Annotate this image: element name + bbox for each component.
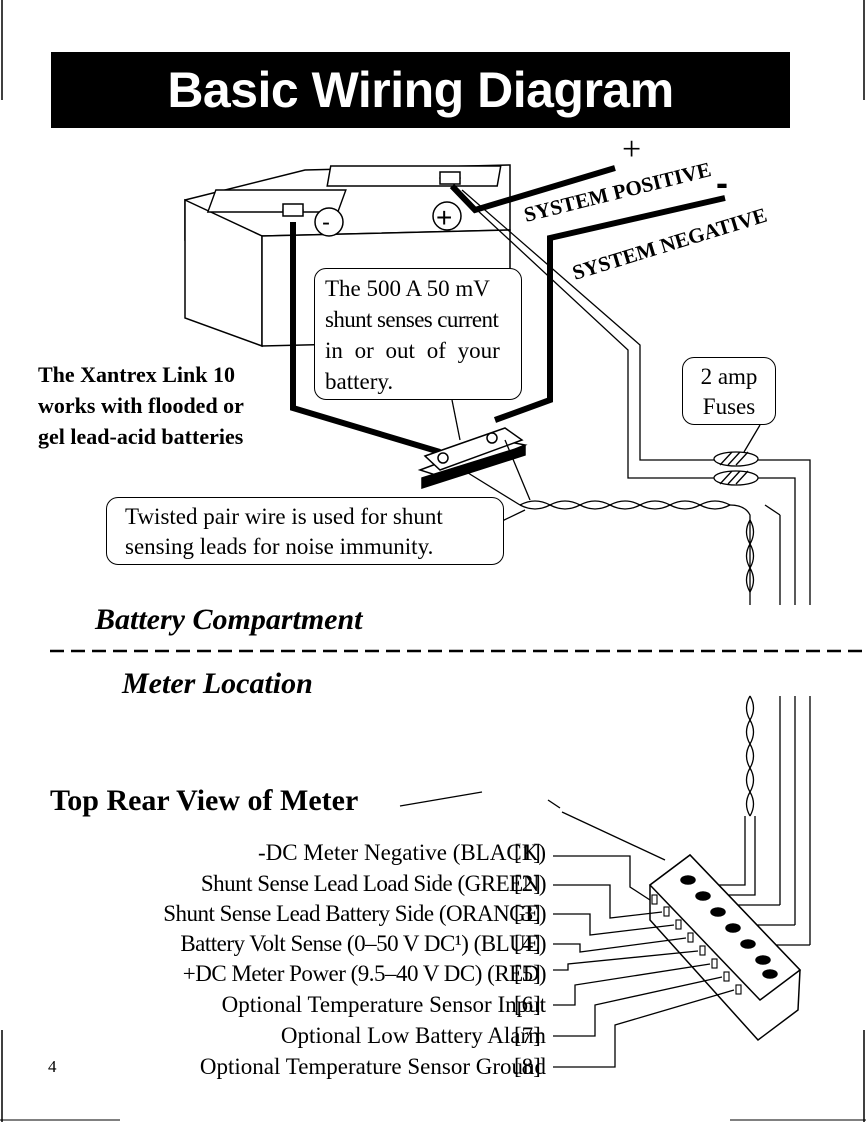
terminal-label: Shunt Sense Lead Battery Side (ORANGE) bbox=[163, 901, 546, 926]
shunt-callout-line: The 500 A 50 mV bbox=[325, 276, 490, 301]
system-positive-cable bbox=[449, 165, 616, 214]
battery-note-line: works with flooded or bbox=[38, 393, 244, 418]
battery-negative-cable bbox=[290, 222, 441, 455]
terminal-number: [6] bbox=[514, 992, 541, 1017]
terminal-number: [5] bbox=[514, 961, 541, 986]
battery-note-line: gel lead-acid batteries bbox=[38, 424, 244, 449]
meter-connector bbox=[648, 854, 802, 1042]
shunt bbox=[417, 427, 528, 490]
battery-positive-symbol: + bbox=[436, 202, 452, 233]
terminal-number: [3] bbox=[514, 901, 541, 926]
fuses-callout-line: 2 amp bbox=[700, 364, 758, 389]
twisted-pair bbox=[459, 439, 781, 605]
terminal-label: +DC Meter Power (9.5–40 V DC) (RED) bbox=[182, 961, 547, 986]
terminal-number: [7] bbox=[514, 1023, 541, 1048]
battery-compartment-heading: Battery Compartment bbox=[95, 603, 363, 636]
terminal-label: Optional Low Battery Alarm bbox=[280, 1023, 546, 1048]
terminal-label: -DC Meter Negative (BLACK) bbox=[257, 840, 546, 865]
fuses-callout: 2 amp Fuses bbox=[682, 357, 776, 425]
page-title: Basic Wiring Diagram bbox=[167, 62, 674, 118]
terminal-number: [4] bbox=[514, 931, 541, 956]
title-bar: Basic Wiring Diagram bbox=[51, 52, 790, 128]
terminal-label: Optional Temperature Sensor Input bbox=[221, 992, 546, 1017]
system-positive-symbol: + bbox=[622, 131, 641, 168]
system-positive-label: SYSTEM POSITIVE bbox=[521, 157, 713, 227]
terminal-label: Optional Temperature Sensor Ground bbox=[199, 1054, 546, 1079]
system-negative-label: SYSTEM NEGATIVE bbox=[569, 203, 769, 285]
terminal-number: [2] bbox=[514, 871, 541, 896]
twisted-pair-callout-line: sensing leads for noise immunity. bbox=[125, 534, 434, 559]
page-number: 4 bbox=[48, 1057, 57, 1076]
system-negative-symbol: - bbox=[716, 162, 728, 203]
meter-view-title: Top Rear View of Meter bbox=[50, 784, 359, 817]
shunt-callout: The 500 A 50 mV shunt senses current in … bbox=[314, 268, 522, 400]
twisted-pair-callout: Twisted pair wire is used for shunt sens… bbox=[106, 497, 504, 565]
terminal-label: Battery Volt Sense (0–50 V DC¹) (BLUE) bbox=[180, 931, 546, 956]
meter-location-heading: Meter Location bbox=[122, 667, 313, 700]
fuses-callout-line: Fuses bbox=[702, 394, 756, 419]
terminal-label: Shunt Sense Lead Load Side (GREEN) bbox=[200, 871, 547, 896]
system-negative-cable bbox=[493, 195, 726, 423]
shunt-callout-line: battery. bbox=[325, 369, 394, 394]
battery-note-line: The Xantrex Link 10 bbox=[38, 362, 236, 387]
shunt-callout-line: in or out of your bbox=[325, 338, 500, 363]
fuse bbox=[713, 451, 759, 486]
terminal-number: [1] bbox=[514, 840, 541, 865]
terminal-number: [8] bbox=[514, 1054, 541, 1079]
twisted-pair-callout-line: Twisted pair wire is used for shunt bbox=[125, 504, 443, 529]
battery-negative-symbol: - bbox=[322, 209, 330, 236]
shunt-callout-line: shunt senses current bbox=[325, 307, 499, 332]
